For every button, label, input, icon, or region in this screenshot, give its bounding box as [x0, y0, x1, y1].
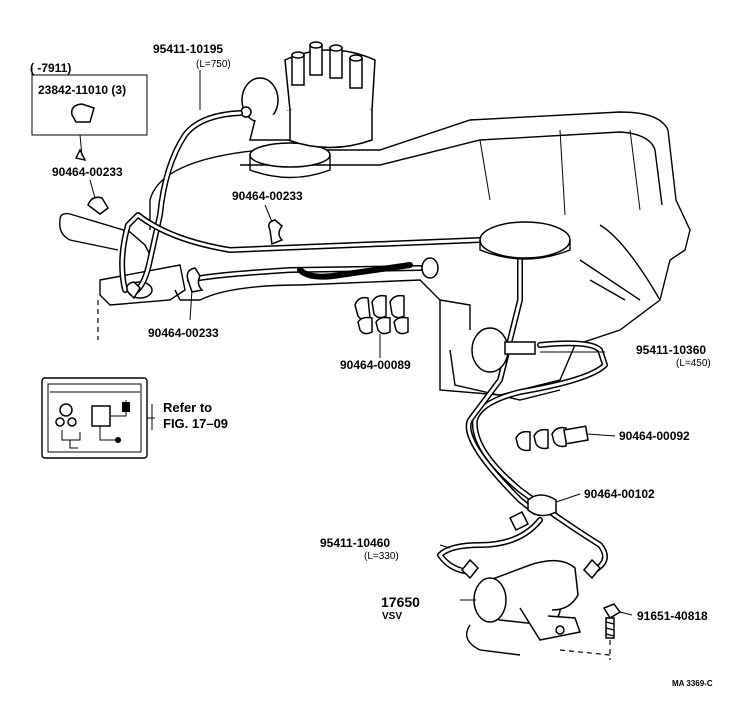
part-number-90464-00233-b: 90464-00233	[232, 189, 303, 203]
part-number-90464-00089: 90464-00089	[340, 358, 411, 372]
vsv-label: VSV	[382, 611, 402, 622]
leader-lines	[89, 70, 633, 616]
part-number-23842: 23842-11010 (3)	[38, 83, 126, 97]
length-750-label: (L=750)	[196, 59, 231, 70]
hose-clamps	[87, 196, 589, 532]
drawing-code-label: MA 3369-C	[672, 679, 713, 688]
vacuum-valve	[421, 221, 571, 373]
length-450-label: (L=450)	[676, 358, 711, 369]
inset-box-7911	[31, 68, 148, 162]
reference-box	[41, 377, 155, 459]
mounting-bolt	[602, 603, 622, 660]
length-330-label: (L=330)	[364, 551, 399, 562]
part-number-17650: 17650	[381, 594, 420, 610]
refer-to-label: Refer to	[163, 400, 212, 415]
part-number-90464-00233-c: 90464-00233	[148, 326, 219, 340]
vacuum-hoses	[119, 110, 608, 575]
engine-block	[149, 111, 691, 401]
part-number-95411-10360: 95411-10360	[636, 343, 706, 357]
part-number-95411-10195: 95411-10195	[153, 42, 223, 56]
code-7911-label: ( -7911)	[30, 61, 71, 75]
part-number-90464-00233-a: 90464-00233	[52, 165, 123, 179]
distributor	[240, 41, 376, 149]
part-number-90464-00092: 90464-00092	[619, 429, 690, 443]
vsv-valve	[460, 558, 611, 656]
labels: ( -7911) 23842-11010 (3) 95411-10195 (L=…	[30, 42, 713, 688]
fig-reference-label: FIG. 17–09	[163, 416, 228, 431]
part-number-90464-00102: 90464-00102	[584, 487, 655, 501]
part-number-95411-10460: 95411-10460	[320, 536, 390, 550]
part-number-91651-40818: 91651-40818	[637, 609, 708, 623]
